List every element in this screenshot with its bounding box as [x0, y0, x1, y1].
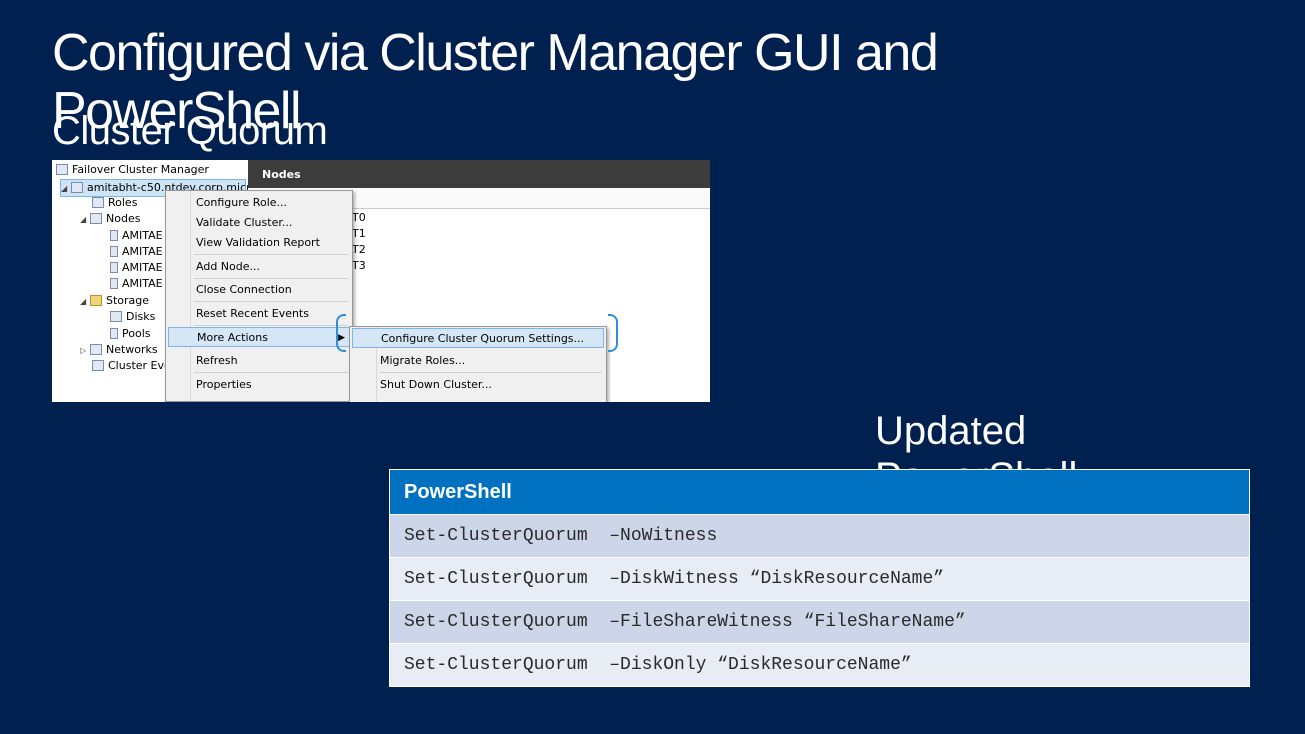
menu-item-refresh[interactable]: Refresh	[196, 354, 238, 367]
tree-root[interactable]: Failover Cluster Manager	[56, 162, 209, 178]
table-header-row: PowerShell	[389, 469, 1250, 515]
cluster-icon	[71, 182, 83, 193]
node-name-fragment: T3	[352, 259, 366, 272]
cluster-manager-icon	[56, 164, 68, 175]
menu-item-properties[interactable]: Properties	[196, 378, 252, 391]
menu-item-configure-role[interactable]: Configure Role...	[196, 196, 288, 209]
powershell-commands-table: PowerShell Set-ClusterQuorum –NoWitness …	[389, 469, 1250, 687]
table-row: Set-ClusterQuorum –DiskOnly “DiskResourc…	[389, 643, 1250, 687]
submenu-arrow-icon: ▶	[338, 333, 345, 343]
more-actions-submenu: Configure Cluster Quorum Settings... Mig…	[349, 326, 607, 402]
expand-arrow-icon[interactable]: ◢	[80, 215, 87, 224]
table-cell: Set-ClusterQuorum –DiskWitness “DiskReso…	[389, 557, 1250, 601]
table-row: Set-ClusterQuorum –NoWitness	[389, 514, 1250, 558]
tree-node-label: AMITAE	[122, 229, 163, 242]
tree-item-label: Disks	[126, 310, 156, 323]
context-menu: Configure Role... Validate Cluster... Vi…	[165, 190, 353, 402]
highlight-bracket-right	[608, 314, 618, 352]
menu-item-label: More Actions	[197, 331, 268, 344]
menu-separator	[194, 278, 348, 279]
failover-cluster-manager-screenshot: Failover Cluster Manager ◢amitabht-c50.n…	[52, 160, 710, 402]
slide-subtitle: Cluster Quorum	[52, 109, 328, 153]
tree-item-label: Roles	[108, 196, 138, 209]
tree-node-label: AMITAE	[122, 277, 163, 290]
tree-node-label: AMITAE	[122, 245, 163, 258]
menu-item-more-actions[interactable]: More Actions ▶	[168, 327, 350, 347]
table-header: PowerShell	[389, 469, 1250, 515]
tree-node-label: AMITAE	[122, 261, 163, 274]
menu-item-close-connection[interactable]: Close Connection	[196, 283, 292, 296]
menu-separator	[194, 254, 348, 255]
tree-node[interactable]: AMITAE	[110, 276, 163, 292]
roles-icon	[92, 197, 104, 208]
menu-item-shut-down-cluster[interactable]: Shut Down Cluster...	[380, 378, 492, 391]
server-icon	[110, 262, 118, 273]
tree-item-label: Storage	[106, 294, 150, 307]
table-cell: Set-ClusterQuorum –FileShareWitness “Fil…	[389, 600, 1250, 644]
menu-gutter	[190, 191, 191, 401]
node-name-fragment: T1	[352, 227, 366, 240]
pools-icon	[110, 328, 118, 339]
server-icon	[110, 278, 118, 289]
detail-pane-header: Nodes	[248, 160, 710, 188]
tree-item-roles[interactable]: Roles	[92, 195, 137, 211]
server-icon	[110, 246, 118, 257]
collapse-arrow-icon[interactable]: ▷	[80, 346, 87, 355]
expand-arrow-icon[interactable]: ◢	[80, 297, 87, 306]
table-row: Set-ClusterQuorum –DiskWitness “DiskReso…	[389, 557, 1250, 601]
detail-pane-toolbar	[248, 188, 710, 209]
tree-item-nodes[interactable]: ◢ Nodes	[80, 211, 140, 227]
menu-item-add-node[interactable]: Add Node...	[196, 260, 260, 273]
node-name-fragment: T0	[352, 211, 366, 224]
tree-item-disks[interactable]: Disks	[110, 309, 155, 325]
tree-root-label: Failover Cluster Manager	[72, 163, 209, 176]
table-cell: Set-ClusterQuorum –DiskOnly “DiskResourc…	[389, 643, 1250, 687]
events-icon	[92, 360, 104, 371]
tree-node[interactable]: AMITAE	[110, 228, 163, 244]
nodes-icon	[90, 213, 102, 224]
menu-separator	[194, 301, 348, 302]
highlight-bracket-left	[336, 314, 346, 352]
menu-separator	[380, 372, 602, 373]
tree-node[interactable]: AMITAE	[110, 260, 163, 276]
tree-item-storage[interactable]: ◢ Storage	[80, 293, 149, 309]
table-row: Set-ClusterQuorum –FileShareWitness “Fil…	[389, 600, 1250, 644]
tree-item-pools[interactable]: Pools	[110, 326, 151, 342]
tree-item-label: Networks	[106, 343, 158, 356]
tree-item-label: Pools	[122, 327, 151, 340]
menu-separator	[194, 325, 348, 326]
menu-item-configure-cluster-quorum[interactable]: Configure Cluster Quorum Settings...	[352, 328, 604, 348]
server-icon	[110, 230, 118, 241]
tree-node[interactable]: AMITAE	[110, 244, 163, 260]
networks-icon	[90, 344, 102, 355]
menu-item-migrate-roles[interactable]: Migrate Roles...	[380, 354, 466, 367]
expand-arrow-icon[interactable]: ◢	[61, 184, 68, 193]
slide-title: Configured via Cluster Manager GUI and P…	[52, 24, 939, 140]
tree-item-networks[interactable]: ▷ Networks	[80, 342, 158, 358]
menu-gutter	[376, 327, 377, 402]
menu-item-reset-recent-events[interactable]: Reset Recent Events	[196, 307, 309, 320]
node-name-fragment: T2	[352, 243, 366, 256]
disks-icon	[110, 311, 122, 322]
tree-item-cluster-events[interactable]: Cluster Even	[92, 358, 178, 374]
tree-item-label: Nodes	[106, 212, 141, 225]
table-cell: Set-ClusterQuorum –NoWitness	[389, 514, 1250, 558]
storage-folder-icon	[90, 295, 102, 306]
menu-item-validate-cluster[interactable]: Validate Cluster...	[196, 216, 293, 229]
menu-separator	[194, 372, 348, 373]
tree-item-label: Cluster Even	[108, 359, 178, 372]
menu-item-view-validation-report[interactable]: View Validation Report	[196, 236, 320, 249]
